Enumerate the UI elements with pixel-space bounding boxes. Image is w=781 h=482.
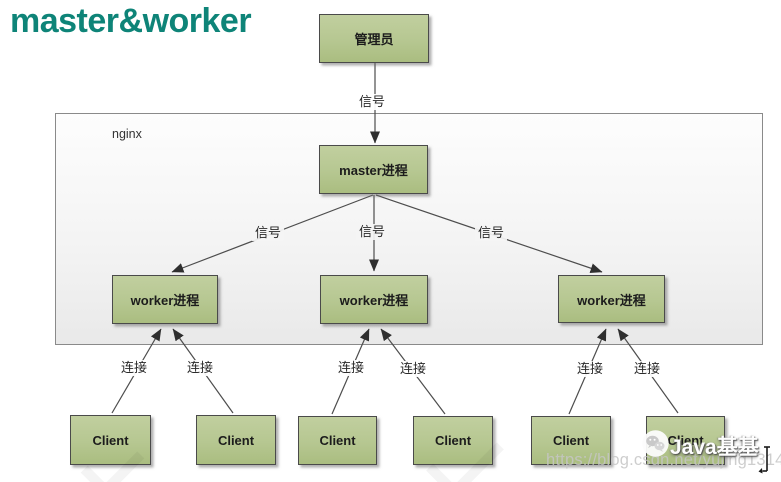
watermark-brand: Java基基 bbox=[670, 436, 759, 459]
node-master: master进程 bbox=[319, 145, 428, 194]
node-worker-2: worker进程 bbox=[320, 275, 428, 324]
node-client-2: Client bbox=[196, 415, 276, 465]
edge-label-connection-1: 连接 bbox=[117, 360, 151, 376]
edge-label-connection-2: 连接 bbox=[183, 360, 217, 376]
edge-label-signal-middle: 信号 bbox=[355, 224, 389, 240]
node-worker-3: worker进程 bbox=[558, 275, 665, 323]
edge-label-connection-4: 连接 bbox=[396, 361, 430, 377]
edge-label-signal-right: 信号 bbox=[474, 225, 508, 241]
node-admin: 管理员 bbox=[319, 14, 429, 63]
node-worker-1: worker进程 bbox=[112, 275, 218, 324]
edge-label-signal-top: 信号 bbox=[355, 94, 389, 110]
page-title: master&worker bbox=[10, 2, 252, 40]
node-client-3: Client bbox=[298, 416, 377, 465]
node-client-4: Client bbox=[413, 416, 493, 465]
wechat-icon bbox=[642, 430, 669, 457]
edge-label-connection-5: 连接 bbox=[573, 361, 607, 377]
text-cursor-icon bbox=[758, 446, 770, 474]
edge-label-connection-3: 连接 bbox=[334, 360, 368, 376]
edge-label-signal-left: 信号 bbox=[251, 225, 285, 241]
watermark-url: https://blog.csdn.net/yujing1314 bbox=[546, 451, 781, 469]
edge-label-connection-6: 连接 bbox=[630, 361, 664, 377]
nginx-label: nginx bbox=[112, 127, 142, 141]
node-client-5: Client bbox=[531, 416, 611, 465]
node-client-1: Client bbox=[70, 415, 151, 465]
